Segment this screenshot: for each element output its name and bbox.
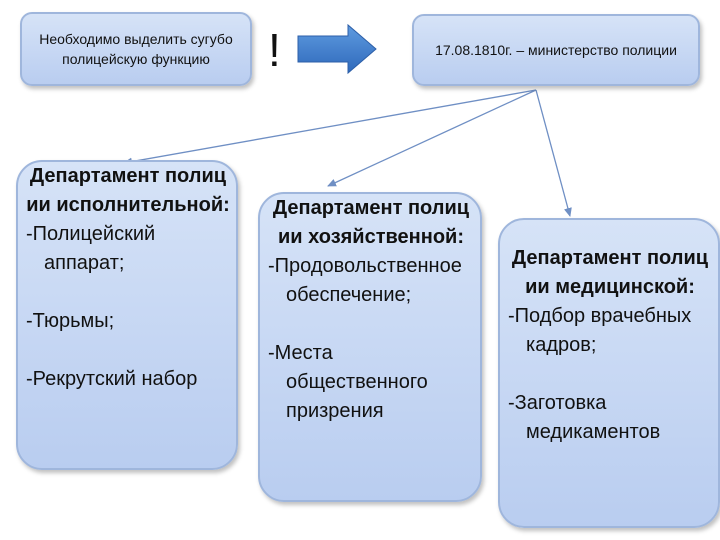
required-function-box: Необходимо выделить сугубо полицейскую ф… [20,12,252,86]
department-medical-list: -Подбор врачебных кадров; -Заготовка мед… [508,302,712,447]
department-economic: Департамент полиции хозяйственной: -Прод… [258,192,482,502]
connector-to-economic [327,89,537,187]
department-executive: Департамент полиции исполнительной: -Пол… [16,160,238,470]
list-item: -Продовольственное обеспечение; [268,255,462,306]
list-item: -Заготовка медикаментов [508,392,661,443]
block-arrow [297,23,377,75]
ministry-box: 17.08.1810г. – министерство полиции [412,14,700,86]
department-medical: Департамент полиции медицинской: -Подбор… [498,218,720,528]
ministry-text: 17.08.1810г. – министерство полиции [435,42,677,58]
department-economic-title: Департамент полиции хозяйственной: [272,197,470,248]
list-item: -Подбор врачебных кадров; [508,305,692,356]
department-executive-title: Департамент полиции исполнительной: [26,165,230,216]
required-function-text: Необходимо выделить сугубо полицейскую ф… [39,31,233,67]
department-economic-list: -Продовольственное обеспечение; -Места о… [268,252,474,426]
exclamation-mark: ! [268,24,281,76]
list-item: -Места общественного призрения [268,342,428,422]
list-item: -Тюрьмы; [26,310,115,332]
connector-to-executive [123,89,537,166]
connector-to-medical [535,89,572,217]
list-item: -Полицейский аппарат; [26,223,156,274]
department-executive-list: -Полицейский аппарат; -Тюрьмы; -Рекрутск… [26,220,230,394]
department-medical-title: Департамент полиции медицинской: [511,247,709,298]
list-item: -Рекрутский набор [26,368,198,390]
